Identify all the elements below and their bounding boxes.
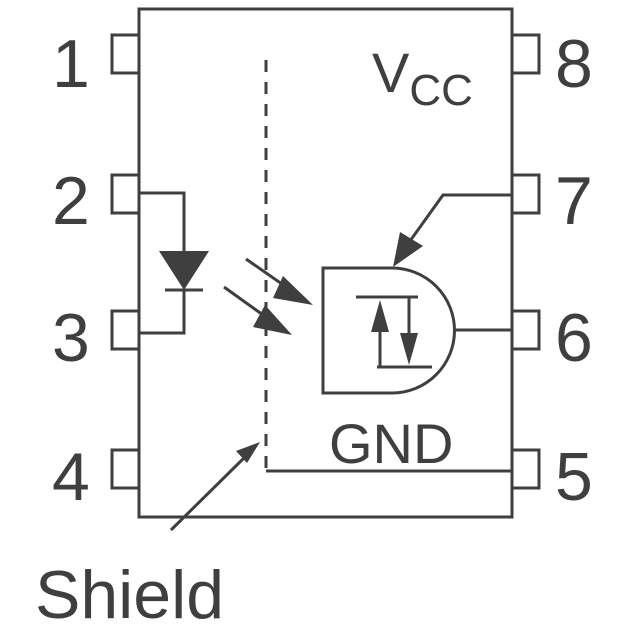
pin-6-pad <box>510 309 541 351</box>
led-anode-wire <box>139 191 186 252</box>
pin-1-pad <box>110 33 141 75</box>
pin-8-label: 8 <box>555 26 593 102</box>
gate-symbol-up-arrow-icon <box>371 300 389 332</box>
pin-2-pad <box>110 173 141 215</box>
gnd-label: GND <box>329 412 453 475</box>
pin-7-pad <box>510 173 541 215</box>
shield-pointer-line <box>169 455 247 532</box>
pin-3-pad <box>110 309 141 351</box>
pin-7-label: 7 <box>555 163 593 239</box>
package-body <box>137 7 514 519</box>
pin-4-label: 4 <box>52 439 90 515</box>
pin-8-pad <box>510 33 541 75</box>
pin7-input-arrow-head <box>393 232 423 267</box>
pin-4-pad <box>110 448 141 490</box>
light-arrow-head-1 <box>273 276 313 305</box>
pin7-input-wire <box>408 193 512 242</box>
gate-symbol-down-arrow-icon <box>400 333 418 365</box>
shield-pointer-head <box>236 442 260 463</box>
led-diode-icon <box>159 251 209 290</box>
pin-5-pad <box>510 448 541 490</box>
vcc-label-main: V <box>372 41 410 104</box>
vcc-label: VCC <box>372 41 473 115</box>
detector-gate-body <box>321 266 456 395</box>
pin-6-label: 6 <box>555 300 593 376</box>
vcc-label-sub: CC <box>409 66 473 115</box>
pin-5-label: 5 <box>555 439 593 515</box>
pin-3-label: 3 <box>52 300 90 376</box>
led-cathode-wire <box>139 290 186 335</box>
shield-label: Shield <box>35 557 224 633</box>
light-arrow-head-2 <box>253 305 292 335</box>
pin-2-label: 2 <box>52 163 90 239</box>
pin-1-label: 1 <box>52 26 90 102</box>
